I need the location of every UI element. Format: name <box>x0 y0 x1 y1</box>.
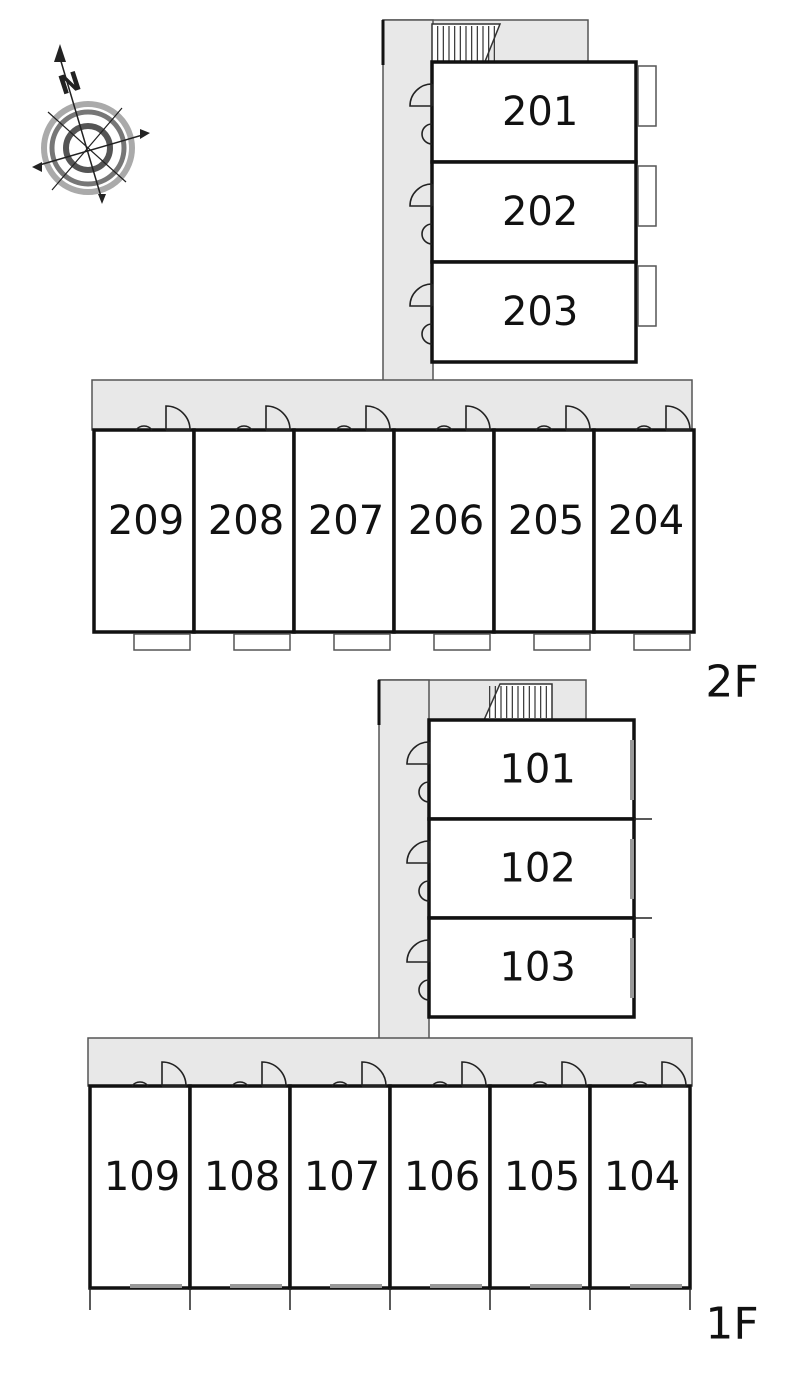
room-number-label: 106 <box>404 1154 480 1200</box>
room-number-label: 206 <box>408 498 484 544</box>
room-104: 104 <box>588 1061 692 1310</box>
room-number-label: 101 <box>499 747 575 793</box>
north-arrow-compass-icon <box>32 44 150 204</box>
stairs <box>482 683 553 721</box>
room-number-label: 105 <box>504 1154 580 1200</box>
room-208: 208 <box>192 405 296 651</box>
compass: N <box>32 44 150 204</box>
room-number-label: 201 <box>502 89 578 135</box>
corridor <box>378 679 430 1061</box>
room-number-label: 202 <box>502 189 578 235</box>
room-number-label: 108 <box>204 1154 280 1200</box>
room-206: 206 <box>392 405 496 651</box>
room-105: 105 <box>488 1061 592 1310</box>
room-103: 103 <box>406 916 652 1019</box>
room-number-label: 104 <box>604 1154 680 1200</box>
room-number-label: 209 <box>108 498 184 544</box>
room-number-label: 203 <box>502 289 578 335</box>
room-102: 102 <box>406 817 652 920</box>
room-202: 202 <box>409 160 657 264</box>
floor-label: 1F <box>705 1299 758 1350</box>
room-204: 204 <box>592 405 696 651</box>
room-201: 201 <box>409 60 657 164</box>
room-108: 108 <box>188 1061 292 1310</box>
floor-1f: 101 102 103 109 108 107 106 105 104 1F <box>87 679 759 1350</box>
room-number-label: 207 <box>308 498 384 544</box>
room-number-label: 204 <box>608 498 684 544</box>
compass-north-label: N <box>55 66 85 101</box>
room-number-label: 205 <box>508 498 584 544</box>
room-number-label: 103 <box>499 945 575 991</box>
room-number-label: 102 <box>499 846 575 892</box>
corridor <box>382 19 434 401</box>
room-203: 203 <box>409 260 657 364</box>
corridor <box>87 1037 693 1087</box>
room-107: 107 <box>288 1061 392 1310</box>
corridor <box>91 379 693 431</box>
room-205: 205 <box>492 405 596 651</box>
room-209: 209 <box>92 405 196 651</box>
room-109: 109 <box>88 1061 192 1310</box>
room-number-label: 109 <box>104 1154 180 1200</box>
stairs <box>431 23 502 65</box>
room-207: 207 <box>292 405 396 651</box>
room-101: 101 <box>406 718 636 821</box>
room-number-label: 208 <box>208 498 284 544</box>
floor-label: 2F <box>705 657 758 708</box>
floor-2f: 201 202 203 209 208 207 206 205 204 2F <box>91 19 759 708</box>
room-number-label: 107 <box>304 1154 380 1200</box>
room-106: 106 <box>388 1061 492 1310</box>
